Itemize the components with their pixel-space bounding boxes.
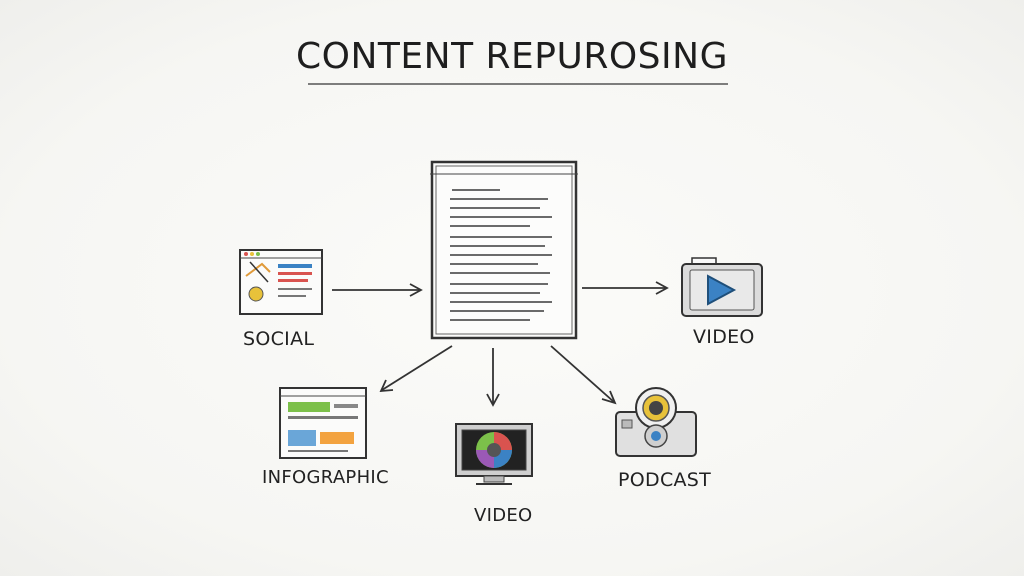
arrow-document-to-video-right	[582, 281, 669, 295]
diagram-title: CONTENT REPUROSING	[296, 36, 728, 77]
source-document-icon	[430, 160, 578, 340]
arrow-document-to-video-bottom	[486, 348, 500, 407]
video-bottom-icon	[455, 423, 533, 485]
document-text-lines	[450, 189, 552, 321]
label-podcast: PODCAST	[618, 469, 712, 491]
arrows	[332, 281, 669, 407]
infographic-icon	[279, 387, 367, 459]
label-social: SOCIAL	[243, 328, 315, 350]
social-icon	[239, 249, 323, 315]
arrow-document-to-infographic	[379, 345, 453, 393]
label-infographic: INFOGRAPHIC	[262, 467, 389, 488]
label-video-right: VIDEO	[693, 326, 755, 348]
arrow-social-to-document	[332, 283, 423, 297]
video-right-icon	[681, 257, 763, 317]
podcast-icon	[615, 387, 697, 457]
label-video-bottom: VIDEO	[474, 505, 533, 526]
arrow-document-to-podcast	[550, 345, 617, 405]
